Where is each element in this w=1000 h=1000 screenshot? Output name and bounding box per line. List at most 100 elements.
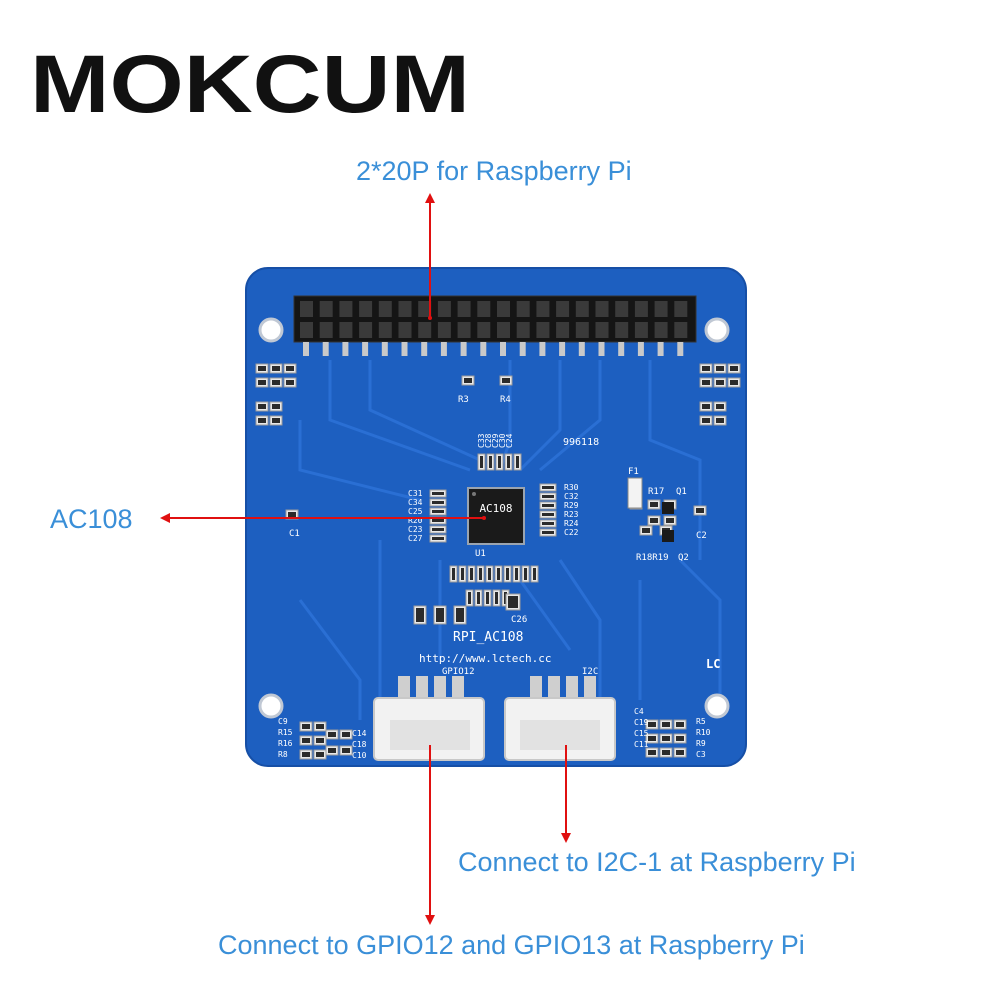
smd-part-body (542, 504, 554, 507)
header-pin-leg (342, 342, 349, 356)
smd-part (269, 377, 283, 388)
smd-part (699, 401, 713, 412)
silk-ref: C31 (408, 489, 423, 498)
transistor-q2 (662, 530, 674, 542)
smd-part (699, 363, 713, 374)
header-pin (359, 301, 373, 317)
smd-part-body (316, 738, 324, 743)
smd-part (494, 565, 503, 583)
smd-part-body (662, 750, 670, 755)
smd-part (449, 565, 458, 583)
smd-part (713, 363, 727, 374)
header-pin (497, 301, 510, 317)
smd-part-body (486, 592, 489, 604)
header-pin (556, 322, 570, 338)
smd-part (713, 415, 727, 426)
smd-part-body (328, 748, 336, 753)
silk-ref: C34 (408, 498, 423, 507)
smd-part-body (515, 568, 518, 580)
header-pin-leg (539, 342, 546, 356)
smd-part-body (452, 568, 455, 580)
smd-part (413, 605, 427, 625)
smd-part (663, 515, 677, 526)
smd-part-body (662, 722, 670, 727)
smd-part (659, 733, 673, 744)
smd-part-body (696, 508, 704, 513)
smd-part-body (730, 366, 738, 371)
smd-part-body (662, 528, 670, 533)
smd-part (313, 721, 327, 732)
header-pin (477, 322, 491, 338)
header-pin-leg (559, 342, 566, 356)
smd-part-body (258, 418, 266, 423)
smd-part-body (676, 736, 684, 741)
smd-part-body (272, 380, 280, 385)
smd-part-body (258, 380, 266, 385)
header-pin (556, 301, 570, 317)
smd-part (467, 565, 476, 583)
header-pin (575, 301, 589, 317)
smd-part (433, 605, 447, 625)
smd-part-body (702, 418, 710, 423)
silk-ref: R24 (564, 519, 579, 528)
header-pin (457, 301, 471, 317)
smd-part-body (642, 528, 650, 533)
callout-i2c: Connect to I2C-1 at Raspberry Pi (458, 847, 856, 877)
smd-part (461, 375, 475, 386)
smd-part-body (648, 750, 656, 755)
smd-part-body (524, 568, 527, 580)
smd-part (458, 565, 467, 583)
silk-ref: R9 (696, 739, 706, 748)
silk-ref: R29 (564, 501, 579, 510)
callout-gpio: Connect to GPIO12 and GPIO13 at Raspberr… (218, 930, 805, 960)
smd-part (255, 415, 269, 426)
silk-ref: C11 (634, 740, 649, 749)
smd-part (659, 719, 673, 730)
ac108-chip: AC108 (467, 487, 525, 545)
smd-part (539, 528, 557, 537)
header-pin (634, 322, 648, 338)
smd-part (539, 501, 557, 510)
smd-part (477, 453, 486, 471)
smd-part (727, 363, 741, 374)
silk-ref: C29 (491, 433, 500, 448)
smd-part-body (489, 456, 492, 468)
header-pin (378, 301, 392, 317)
smd-part (629, 499, 643, 510)
smd-part (339, 745, 353, 756)
smd-part-body (302, 738, 310, 743)
smd-part-body (533, 568, 536, 580)
arrow-origin-dots (428, 316, 486, 520)
gpio-header-2x20 (293, 295, 697, 356)
smd-part-body (648, 722, 656, 727)
silk-ref: R23 (564, 510, 579, 519)
silk-ref: R30 (564, 483, 579, 492)
smd-part-body (676, 722, 684, 727)
silk-ref: C25 (408, 507, 423, 516)
smd-part-body (432, 510, 444, 513)
header-pin (398, 322, 412, 338)
smd-part (673, 719, 687, 730)
smd-part-body (666, 518, 674, 523)
header-pin (654, 322, 668, 338)
silk-board-name: RPI_AC108 (453, 630, 523, 645)
smd-part-body (302, 752, 310, 757)
smd-part (269, 415, 283, 426)
header-pin-leg (421, 342, 428, 356)
smd-part-body (716, 380, 724, 385)
smd-part (313, 735, 327, 746)
silk-ref: C3 (696, 750, 706, 759)
smd-part (647, 499, 661, 510)
header-pin (319, 322, 333, 338)
smd-part (283, 363, 297, 374)
smd-part-body (650, 518, 658, 523)
smd-part (513, 453, 522, 471)
header-pin-leg (322, 342, 329, 356)
header-pin (575, 322, 589, 338)
smd-part (504, 453, 513, 471)
smd-part (255, 377, 269, 388)
smd-components (255, 363, 741, 760)
smd-part-body (497, 568, 500, 580)
